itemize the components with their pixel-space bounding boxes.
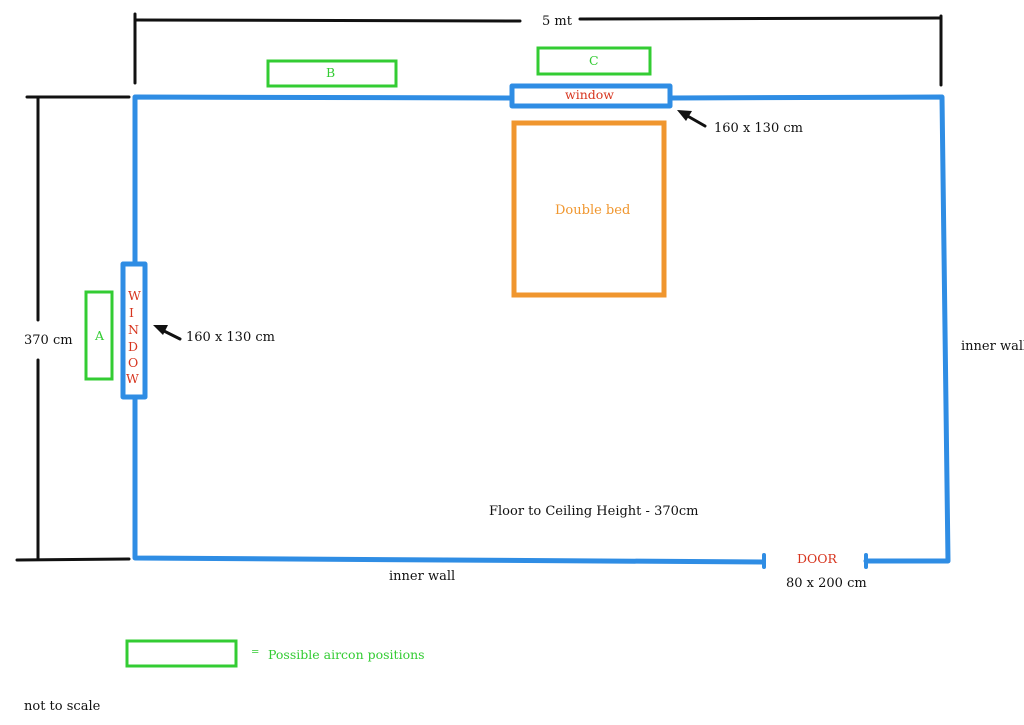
width-dimension-label: 5 mt: [542, 14, 572, 29]
height-dimension-tick-bottom: [15, 557, 131, 562]
door-label: DOOR: [797, 551, 837, 566]
wall-top-left: [132, 94, 515, 266]
top-window-frame: [509, 83, 673, 109]
width-dimension-line-left: [133, 18, 522, 23]
room-walls: [120, 83, 951, 569]
not-to-scale-note: not to scale: [24, 699, 101, 714]
top-window-label: window: [565, 87, 614, 102]
left-window-letter-5: O: [128, 355, 139, 370]
aircon-b-box: [266, 59, 398, 88]
wall-top-right-and-right: [667, 94, 951, 564]
left-window-letter-1: W: [128, 288, 141, 303]
left-window-size-label: 160 x 130 cm: [186, 330, 275, 345]
wall-left-and-bottom: [132, 395, 766, 565]
double-bed-outline: [511, 120, 667, 298]
aircon-a-label: A: [95, 328, 105, 343]
arrow-top-window-icon: [677, 110, 692, 121]
left-window-letter-3: N: [128, 322, 139, 337]
ceiling-height-label: Floor to Ceiling Height - 370cm: [489, 504, 699, 519]
top-window-size-label: 160 x 130 cm: [714, 121, 803, 136]
width-dimension-line-right: [578, 16, 943, 21]
window-size-arrows: [153, 110, 707, 341]
bottom-inner-wall-label: inner wall: [389, 569, 456, 584]
legend-aircon-swatch: [125, 639, 238, 668]
aircon-b-label: B: [326, 65, 336, 80]
legend-text: Possible aircon positions: [268, 647, 425, 662]
height-dimension-label: 370 cm: [24, 333, 73, 348]
door-size-label: 80 x 200 cm: [786, 576, 867, 591]
left-window-letter-6: W: [126, 371, 139, 386]
aircon-c-box: [536, 46, 652, 76]
left-window-frame: [120, 261, 148, 400]
dimension-lines: [15, 12, 943, 562]
right-inner-wall-label: inner wall: [961, 339, 1024, 354]
left-window-letter-4: D: [128, 339, 139, 354]
double-bed-label: Double bed: [555, 203, 631, 218]
aircon-position-boxes: [84, 46, 652, 668]
legend-equals-sign: =: [251, 647, 260, 658]
aircon-c-label: C: [589, 53, 599, 68]
arrow-left-window-icon: [153, 325, 168, 335]
left-window-letter-2: I: [129, 305, 134, 320]
aircon-a-box: [84, 290, 114, 381]
